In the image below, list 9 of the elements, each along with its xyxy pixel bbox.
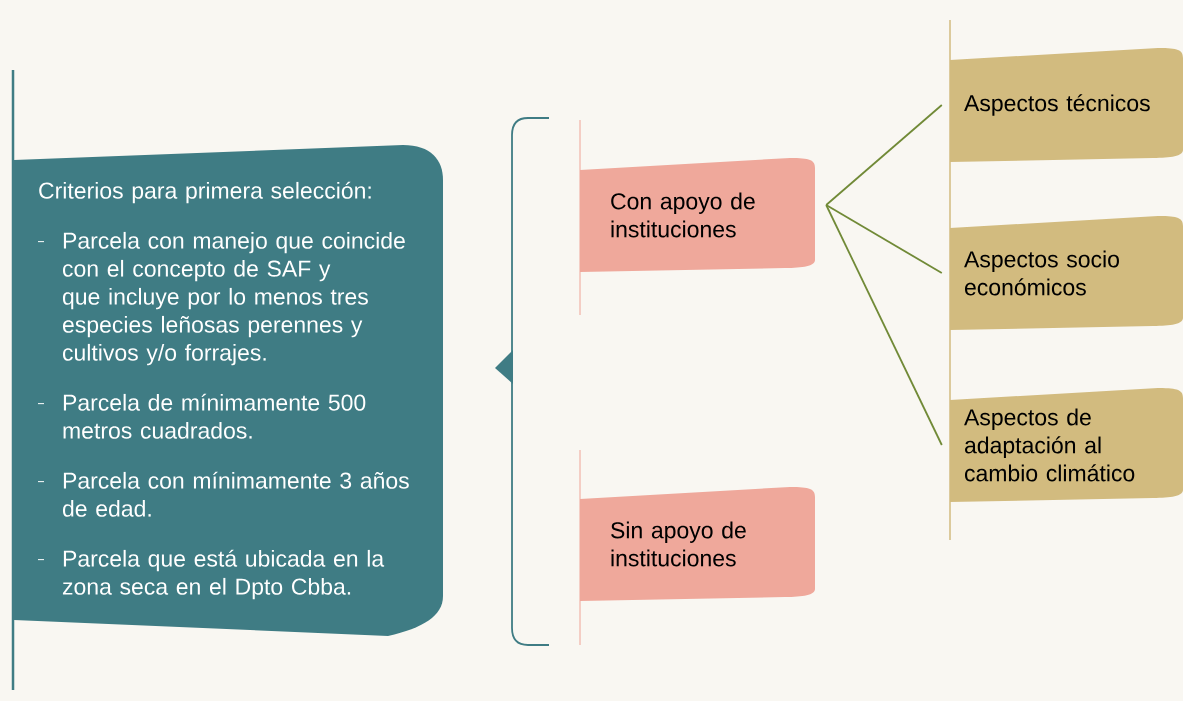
aspect-box: Aspectos socio económicos (950, 216, 1183, 330)
aspect-box: Aspectos de adaptación al cambio climático (950, 388, 1183, 502)
category-box: Con apoyo de instituciones (580, 158, 815, 272)
connector-line (825, 104, 943, 206)
connector-line (825, 204, 943, 446)
category-box: Sin apoyo de instituciones (580, 487, 815, 601)
connector-line (825, 204, 943, 274)
aspect-box: Aspectos técnicos (950, 48, 1183, 162)
criteria-box: Criterios para primera selección: Parcela con manejo que coincide con el concepto de SAF y que incluye por lo menos tres especies leñosas perennes y cultivos y/o forrajes. Parcela de mínimamente 500 metros cuadrados. Parcela con mínimamente 3 años de edad. Parcela que está ubicada en la zona seca en el Dpto Cbba. (14, 145, 443, 636)
